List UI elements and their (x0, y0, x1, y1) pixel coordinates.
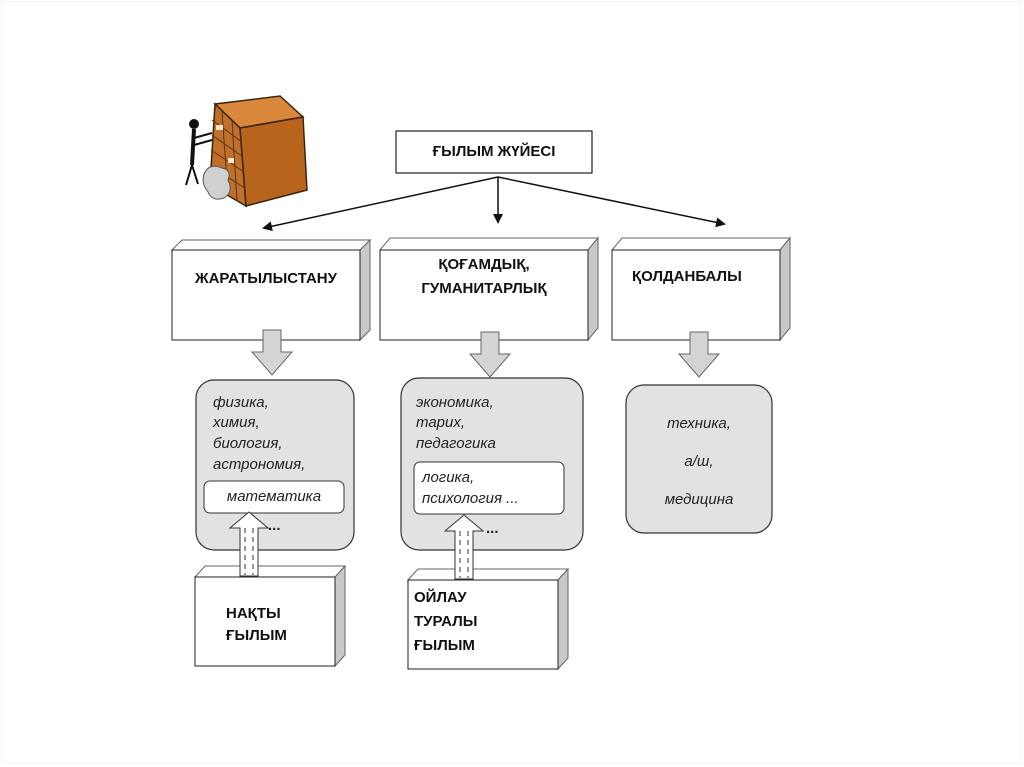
block-arrow-down-1 (250, 329, 294, 376)
category-box-social (378, 236, 600, 342)
category-label-social-1: ҚОҒАМДЫҚ, (438, 256, 530, 273)
inner-box-logic (413, 461, 565, 515)
dashed-arrow-up-1 (228, 511, 270, 577)
subject-item: тарих, (416, 414, 466, 431)
category-label-social-2: ГУМАНИТАРЛЫҚ (421, 280, 547, 297)
root-label: ҒЫЛЫМ ЖҮЙЕСІ (432, 143, 556, 160)
subject-item: астрономия, (213, 456, 306, 473)
subject-item: химия, (213, 414, 260, 431)
source-label-exact-1: НАҚТЫ (226, 605, 281, 622)
category-label-applied: ҚОЛДАНБАЛЫ (632, 268, 742, 285)
subject-item: педагогика (416, 435, 496, 452)
branch-arrows (262, 176, 726, 232)
subject-item: медицина (664, 491, 734, 508)
category-box-applied (610, 236, 792, 342)
inner-box-math (203, 480, 345, 514)
subjects-box-applied (625, 384, 773, 534)
source-label-thinking-3: ҒЫЛЫМ (414, 637, 475, 654)
inner-box-logic-line-2: психология ... (422, 490, 519, 507)
subject-item: техника, (667, 415, 731, 432)
source-label-exact-2: ҒЫЛЫМ (226, 627, 287, 644)
block-arrow-down-2 (468, 331, 512, 378)
person-with-bookshelf-icon (185, 95, 308, 208)
dashed-arrow-up-2 (443, 514, 485, 580)
ellipsis-natural: ... (268, 517, 281, 534)
inner-box-math-label: математика (226, 488, 322, 505)
root-box (395, 130, 593, 174)
subject-item: биология, (213, 435, 283, 452)
source-label-thinking-2: ТУРАЛЫ (414, 613, 478, 630)
source-box-thinking (406, 567, 570, 671)
ellipsis-social: ... (486, 520, 499, 537)
category-label-natural: ЖАРАТЫЛЫСТАНУ (195, 270, 337, 287)
subject-item: физика, (213, 394, 269, 411)
subject-item: экономика, (416, 394, 494, 411)
block-arrow-down-3 (677, 331, 721, 378)
inner-box-logic-line-1: логика, (422, 469, 475, 486)
category-box-natural (170, 238, 372, 342)
source-box-exact (193, 564, 347, 668)
subject-item: а/ш, (684, 453, 714, 470)
source-label-thinking-1: ОЙЛАУ (414, 589, 467, 606)
